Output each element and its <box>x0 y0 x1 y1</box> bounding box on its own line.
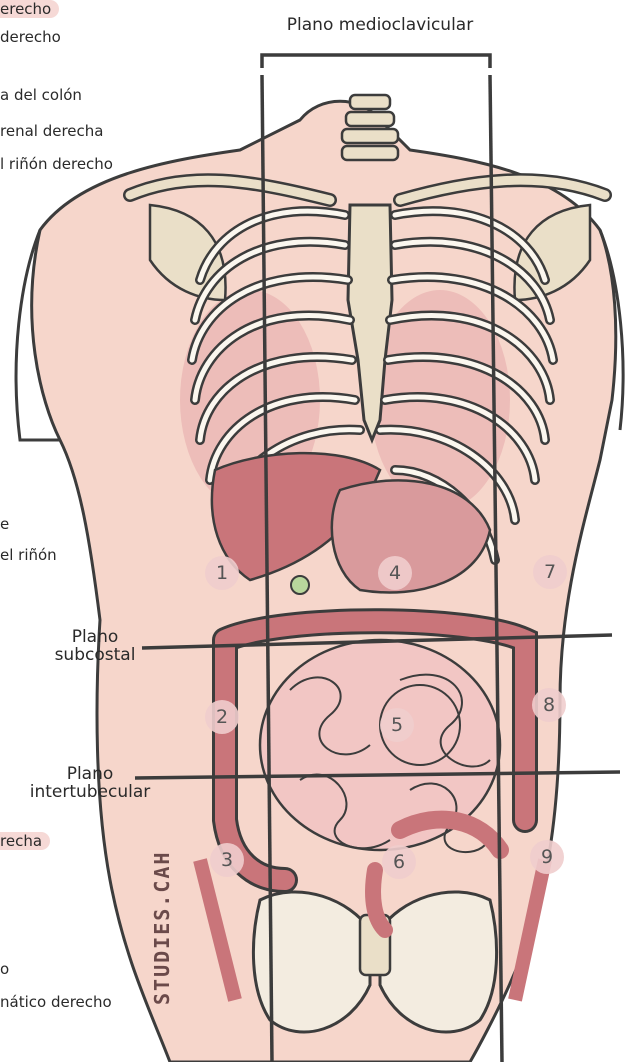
watermark: STUDIES.CAH <box>150 851 174 1005</box>
left-text-3: renal derecha <box>0 122 103 140</box>
gallbladder <box>291 576 309 594</box>
region-number-3: 3 <box>210 843 244 877</box>
region-number-1: 1 <box>205 556 239 590</box>
intertubercular-label-line2: intertubecular <box>10 783 170 801</box>
region-number-8: 8 <box>532 688 566 722</box>
left-text-1: derecho <box>0 28 61 46</box>
region-number-6: 6 <box>382 845 416 879</box>
subcostal-label-line1: Plano <box>40 628 150 646</box>
top-bracket <box>262 55 490 68</box>
left-text-7: recha <box>0 832 50 850</box>
region-number-7: 7 <box>533 555 567 589</box>
left-text-8: o <box>0 960 9 978</box>
region-number-9: 9 <box>530 840 564 874</box>
left-text-2: a del colón <box>0 86 82 104</box>
intertubercular-label-line1: Plano <box>10 765 170 783</box>
midclavicular-plane-label: Plano medioclavicular <box>270 16 490 34</box>
subcostal-label-line2: subcostal <box>40 646 150 664</box>
region-number-4: 4 <box>378 556 412 590</box>
left-text-9: nático derecho <box>0 993 112 1011</box>
left-text-5: e <box>0 515 9 533</box>
subcostal-plane-label: Plano subcostal <box>40 628 150 664</box>
region-number-2: 2 <box>205 700 239 734</box>
left-text-4: l riñón derecho <box>0 155 113 173</box>
left-text-0: erecho <box>0 0 59 18</box>
region-number-5: 5 <box>380 708 414 742</box>
intertubercular-plane-label: Plano intertubecular <box>10 765 170 801</box>
left-text-6: el riñón <box>0 546 57 564</box>
